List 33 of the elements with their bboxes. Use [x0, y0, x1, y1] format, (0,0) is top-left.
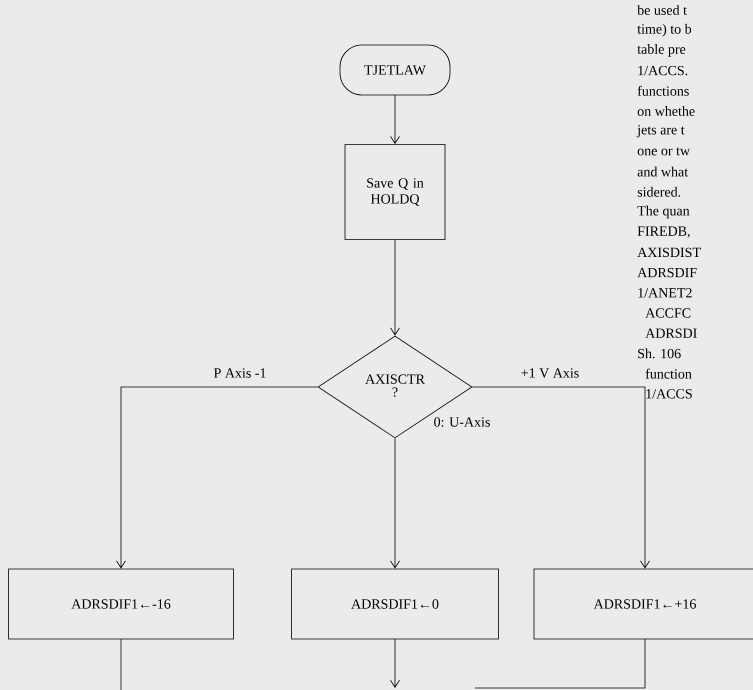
note-text: time) to b: [637, 24, 692, 37]
note-text: function: [646, 368, 692, 379]
note-text: AXISDIST: [637, 248, 701, 258]
note-text: FIREDB,: [638, 226, 690, 238]
process-box: ADRSDIF1←-16: [8, 568, 234, 640]
note-text: on whethe: [638, 106, 695, 116]
edge-label: P Axis -1: [212, 367, 268, 379]
note-text: functions: [638, 86, 689, 96]
note-text: ACCFC: [645, 308, 690, 318]
note-text: 1/ANET2: [638, 288, 692, 298]
edge-label: +1 V Axis: [520, 367, 580, 379]
note-text: jets are t: [636, 125, 685, 138]
arrow: [390, 240, 400, 336]
process-box: ADRSDIF1←+16: [534, 568, 753, 640]
arrow: [116, 386, 318, 569]
terminal-box: TJETLAW: [340, 44, 450, 96]
arrow: [472, 386, 650, 569]
note-text: and what: [638, 166, 688, 177]
note-text: 1/ACCS: [646, 389, 692, 398]
note-text: sidered.: [638, 186, 680, 197]
arrow: [390, 95, 400, 144]
note-text: be used t: [637, 5, 687, 15]
note-text: 1/ACCS.: [638, 66, 688, 76]
note-text: ADRSDI: [645, 328, 697, 338]
note-text: ADRSDIF: [637, 268, 697, 278]
note-text: The quan: [637, 206, 690, 218]
arrow: [390, 639, 400, 688]
note-text: table pre: [637, 44, 686, 57]
note-text: one or tw: [638, 147, 690, 156]
note-text: Sh. 106: [638, 348, 681, 358]
process-box: Save Q in HOLDQ: [344, 144, 446, 240]
arrow: [390, 438, 400, 569]
process-box: ADRSDIF1←0: [291, 568, 499, 640]
